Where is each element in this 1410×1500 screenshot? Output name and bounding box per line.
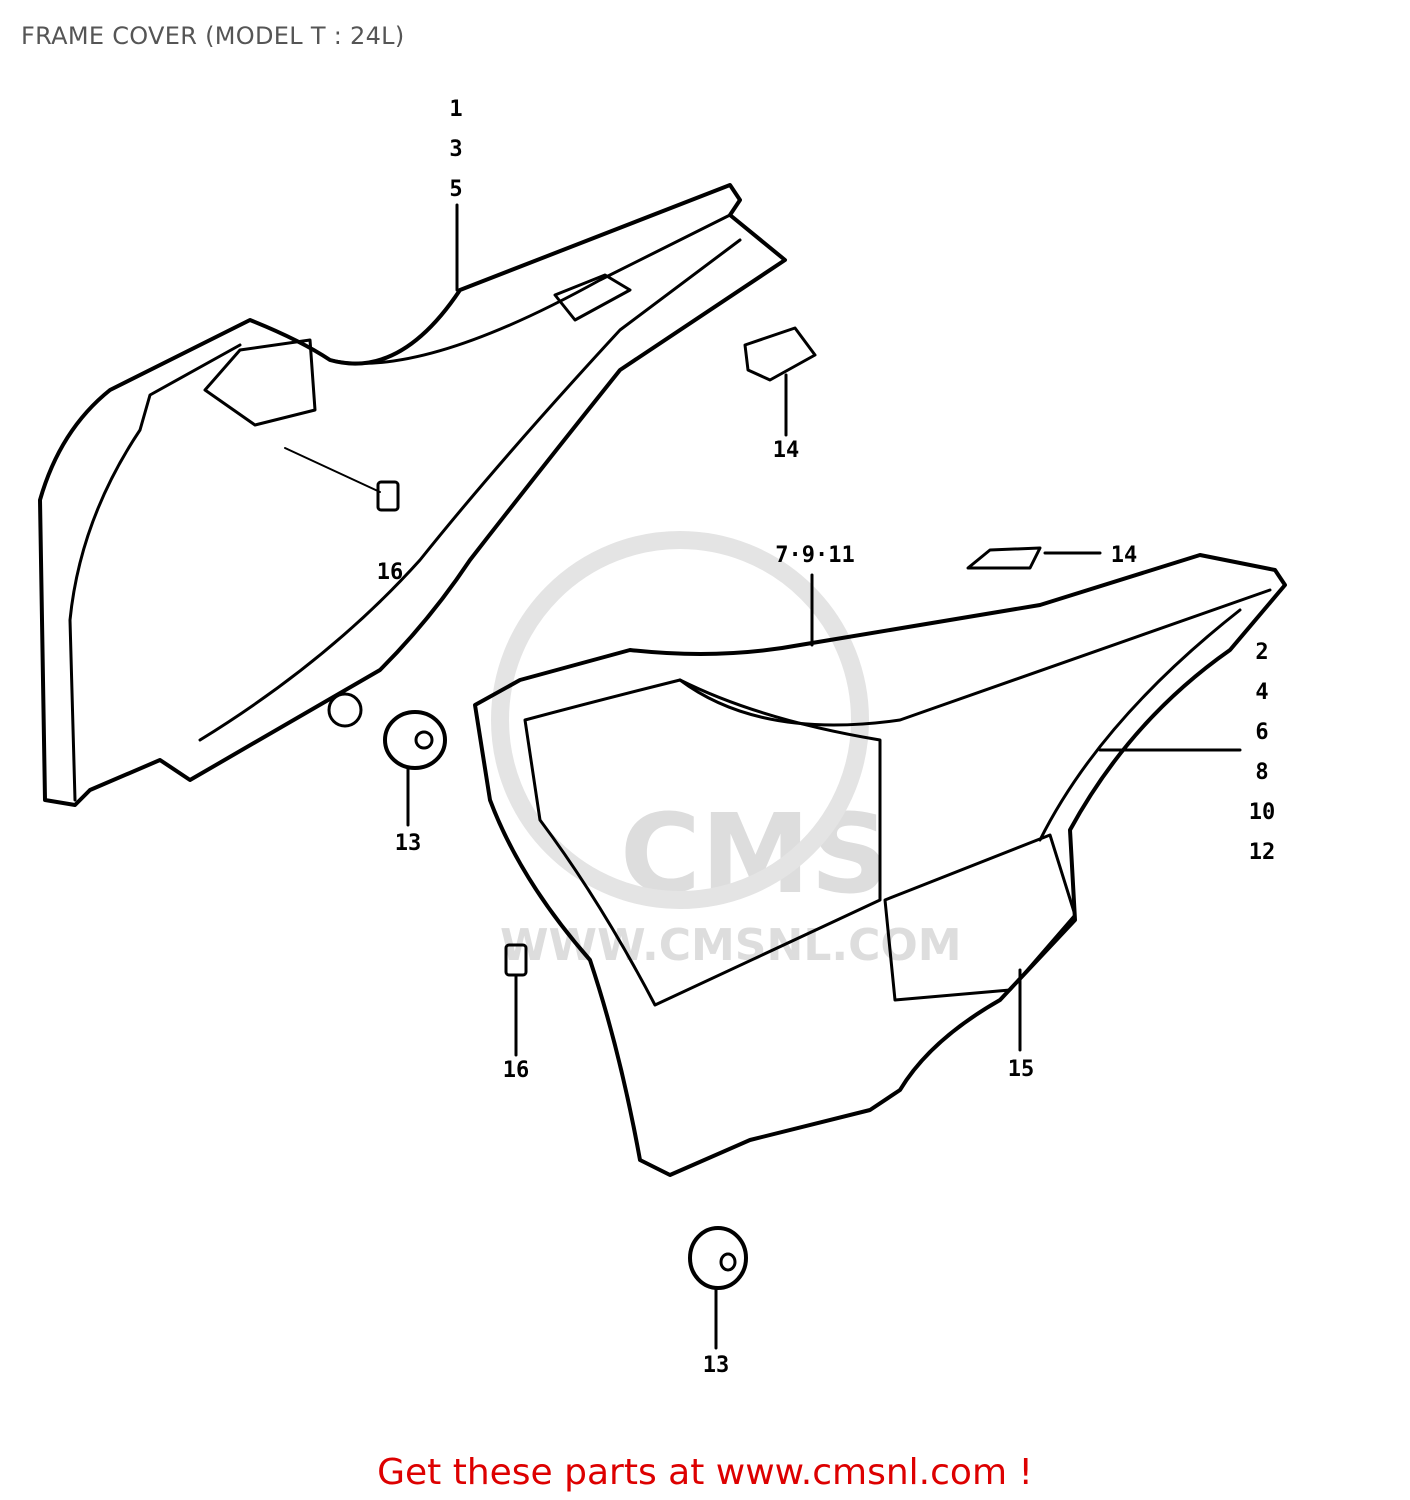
callout-15: 15 <box>1007 1057 1035 1082</box>
callout-10: 10 <box>1248 800 1276 825</box>
page-title: FRAME COVER (MODEL T : 24L) <box>21 22 405 50</box>
right-cover-rib <box>678 588 1272 727</box>
callout-14-right: 14 <box>1110 543 1138 568</box>
callout-13-left: 13 <box>394 831 422 856</box>
callout-2: 2 <box>1255 640 1269 665</box>
callout-12: 12 <box>1248 840 1276 865</box>
watermark-circle <box>491 531 869 909</box>
left-cover-rib <box>328 213 732 365</box>
right-cover-edge <box>1038 608 1242 842</box>
clip-right <box>504 943 528 977</box>
emblem <box>883 833 1077 1002</box>
callout-16-right: 16 <box>502 1058 530 1083</box>
callout-8: 8 <box>1255 760 1269 785</box>
callout-6: 6 <box>1255 720 1269 745</box>
callout-right-cover-side: 2 4 6 8 10 12 <box>1249 633 1276 873</box>
left-cover-inner-edge <box>68 343 242 802</box>
left-cover-rib-2 <box>198 238 742 742</box>
right-frame-cover <box>473 553 1287 1177</box>
bracket-upper <box>743 326 817 382</box>
left-frame-cover <box>38 183 787 807</box>
callout-13-bottom: 13 <box>702 1353 730 1378</box>
callout-5: 5 <box>449 177 463 202</box>
callout-14-upper: 14 <box>772 438 800 463</box>
callout-left-cover: 1 3 5 <box>449 90 462 210</box>
left-cover-boss <box>327 692 363 728</box>
bracket-right <box>966 546 1042 570</box>
left-cover-pocket <box>203 338 317 427</box>
leader-16-left <box>284 447 381 493</box>
callout-1: 1 <box>449 97 463 122</box>
grommet-left <box>383 710 447 770</box>
right-cover-window <box>523 678 882 1007</box>
callout-16-left: 16 <box>376 560 404 585</box>
grommet-bottom <box>688 1226 748 1290</box>
clip-left <box>376 480 400 512</box>
callout-3: 3 <box>449 137 463 162</box>
callout-4: 4 <box>1255 680 1269 705</box>
callout-7-9-11: 7·9·11 <box>775 543 855 568</box>
left-cover-tab <box>553 273 632 322</box>
footer-link[interactable]: Get these parts at www.cmsnl.com ! <box>377 1452 1033 1493</box>
